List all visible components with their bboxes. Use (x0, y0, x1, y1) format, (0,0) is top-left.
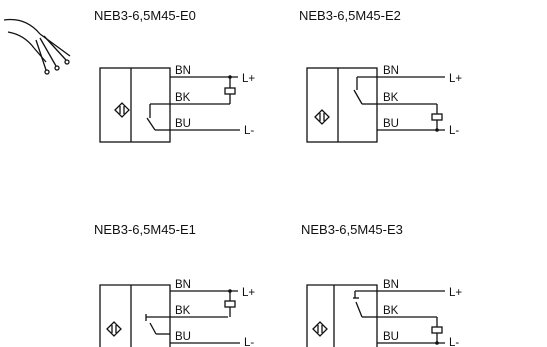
wire-label-bu: BU (383, 331, 399, 343)
wire-label-bk: BK (175, 92, 191, 104)
sensor-housing (99, 67, 171, 143)
switch-contact-icon (146, 104, 170, 131)
diagram-title-e2: NEB3-6,5M45-E2 (299, 8, 401, 23)
sensor-symbol-icon (314, 109, 330, 125)
wire-label-bu: BU (175, 118, 191, 130)
diagram-e3: BN BK BU L+ L- (306, 279, 462, 347)
diagram-title-e0: NEB3-6,5M45-E0 (94, 8, 196, 23)
cable-icon (3, 18, 71, 75)
wire-label-bn: BN (175, 279, 191, 291)
terminal-l-plus: L+ (449, 73, 462, 85)
terminal-l-minus: L- (449, 337, 459, 347)
diagram-title-e1: NEB3-6,5M45-E1 (94, 222, 196, 237)
sensor-symbol-icon (114, 102, 130, 118)
wire-label-bk: BK (383, 92, 399, 104)
wire-label-bk: BK (175, 305, 191, 317)
terminal-l-plus: L+ (449, 287, 462, 299)
wire-label-bu: BU (175, 331, 191, 343)
diagram-e1: BN BK BU L+ L- (99, 279, 255, 347)
switch-contact-icon (353, 290, 377, 318)
sensor-symbol-icon (106, 321, 122, 337)
terminal-l-minus: L- (449, 125, 459, 137)
wire-label-bn: BN (383, 65, 399, 77)
wire-label-bk: BK (383, 305, 399, 317)
load-relay-icon (224, 75, 236, 105)
sensor-symbol-icon (312, 321, 328, 337)
terminal-l-minus: L- (244, 125, 254, 137)
diagram-e2: BN BK BU L+ L- (306, 65, 462, 143)
diagram-e0: BN BK BU L+ L- (99, 65, 255, 143)
sensor-housing (306, 67, 378, 143)
diagram-title-e3: NEB3-6,5M45-E3 (301, 222, 403, 237)
switch-contact-icon (145, 314, 170, 335)
switch-contact-icon (353, 76, 377, 105)
wire-label-bn: BN (175, 65, 191, 77)
wire-label-bu: BU (383, 118, 399, 130)
load-relay-icon (224, 289, 236, 317)
load-relay-icon (431, 317, 443, 345)
terminal-l-minus: L- (244, 337, 254, 347)
terminal-l-plus: L+ (242, 287, 255, 299)
load-relay-icon (431, 104, 443, 132)
terminal-l-plus: L+ (242, 73, 255, 85)
wire-label-bn: BN (383, 279, 399, 291)
